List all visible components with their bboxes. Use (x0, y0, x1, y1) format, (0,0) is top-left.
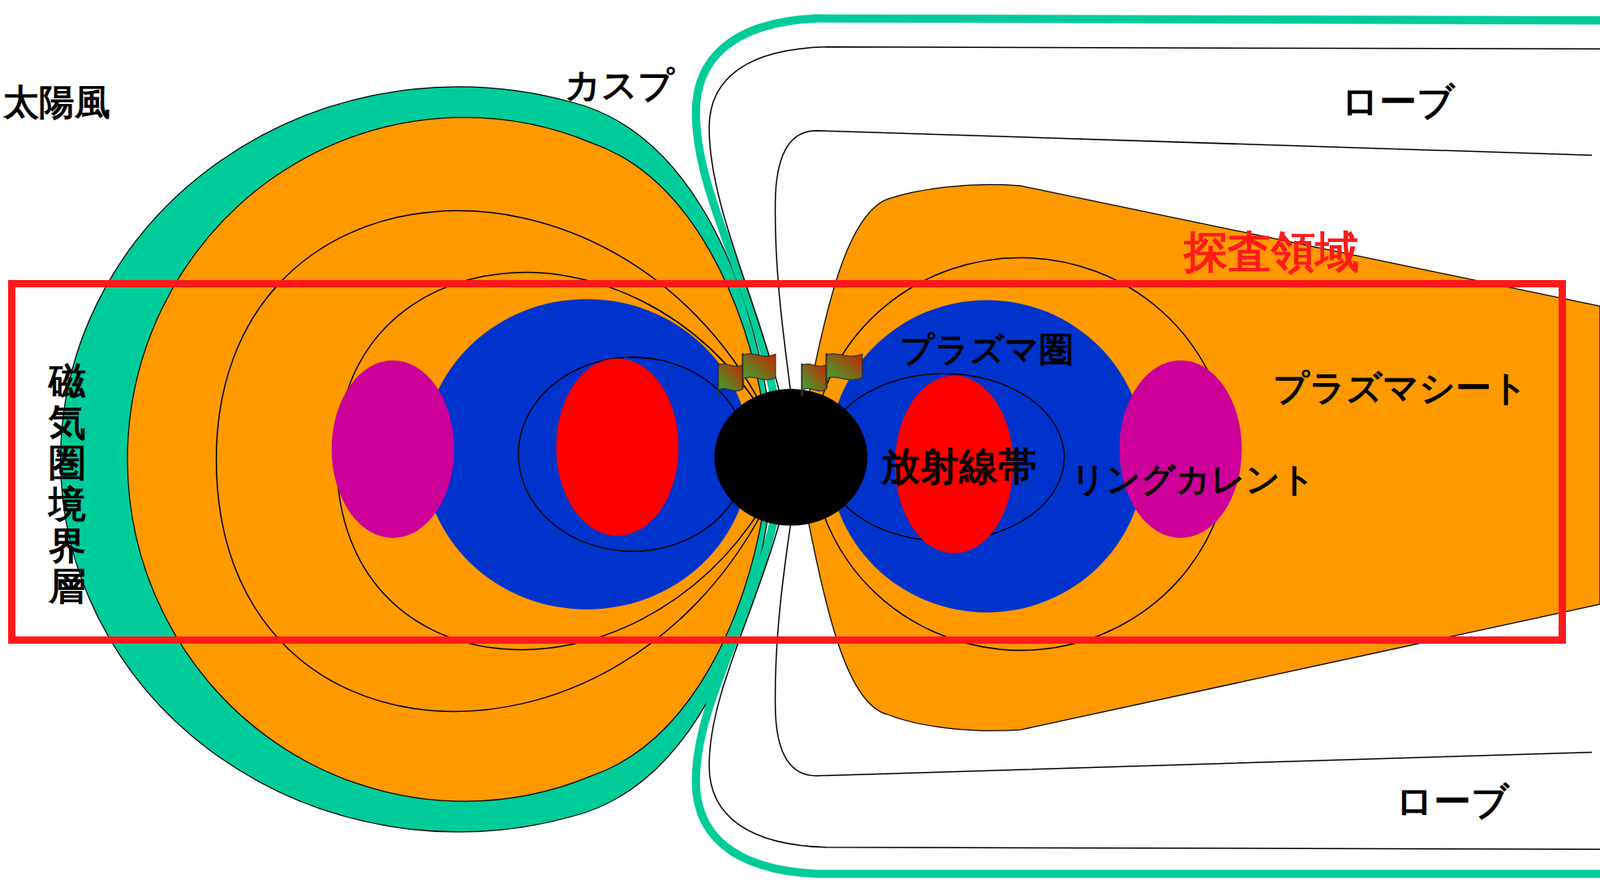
field-line (709, 47, 1600, 396)
region-heading: 探査領域 (1183, 227, 1360, 276)
flag-marker (718, 352, 775, 396)
boundary-layer-band (60, 86, 768, 832)
plasmasphere-fill (423, 298, 750, 609)
region-name: プラズマシート (1273, 368, 1528, 408)
region-name: プラズマ圏 (899, 331, 1074, 369)
region-name: 放射線帯 (881, 444, 1037, 488)
field-line (709, 518, 1600, 849)
flag-cloth (718, 363, 743, 391)
plasmasphere-fill (828, 300, 1145, 613)
plasma-sheet (806, 184, 1600, 731)
radiation-belt (555, 357, 679, 536)
region-name: リングカレント (1070, 460, 1316, 499)
earth (713, 388, 868, 526)
field-line (518, 356, 748, 551)
ring-current (1119, 360, 1243, 538)
region-name: ローブ (1395, 780, 1510, 822)
region-name: ローブ (1341, 81, 1455, 123)
region-name: 磁気圏境界層 (48, 360, 87, 607)
ellipse-shape (828, 300, 1145, 613)
region-name: 太陽風 (3, 82, 111, 122)
region-name: カスプ (564, 65, 675, 105)
flag-cloth (802, 363, 827, 391)
ring-current (331, 360, 455, 538)
dayside-plasma (127, 117, 764, 802)
magnetopause-line (696, 18, 1600, 394)
flag-cloth (826, 353, 863, 380)
flag-marker (802, 352, 863, 396)
flag-cloth (743, 353, 776, 380)
survey-region-box: プラズマ圏探査領域 (8, 279, 1566, 645)
magnetopause-line (696, 522, 1600, 874)
